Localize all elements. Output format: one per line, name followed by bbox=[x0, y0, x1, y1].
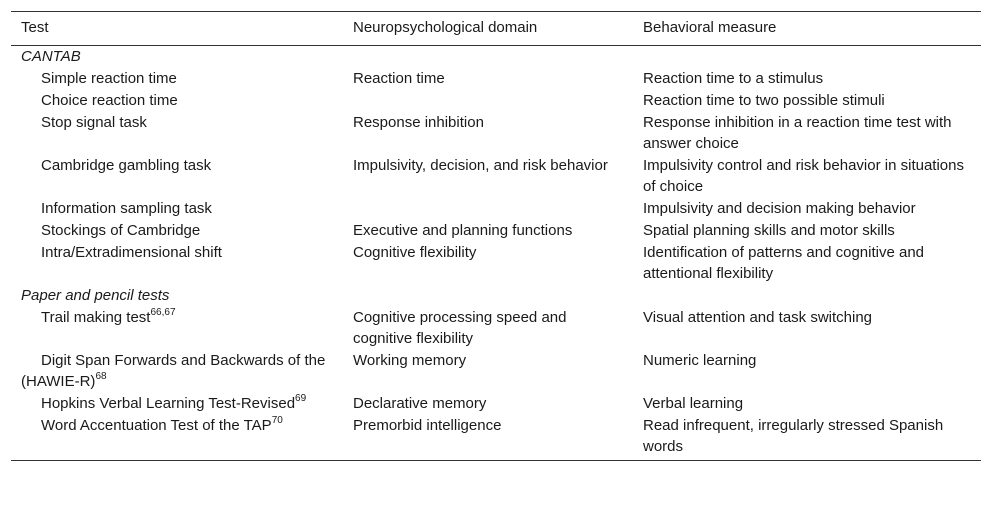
section-row: CANTAB bbox=[11, 46, 981, 69]
test-name: Choice reaction time bbox=[41, 92, 178, 109]
test-name: Hopkins Verbal Learning Test-Revised bbox=[41, 395, 296, 412]
cell-test: Word Accentuation Test of the TAP70 bbox=[11, 415, 343, 461]
cell-test: Simple reaction time bbox=[11, 68, 343, 90]
cell-test: Trail making test66,67 bbox=[11, 307, 343, 350]
cell-test: Hopkins Verbal Learning Test-Revised69 bbox=[11, 393, 343, 415]
cell-domain bbox=[343, 198, 633, 220]
cell-measure: Impulsivity and decision making behavior bbox=[643, 200, 916, 217]
cell-domain: Cognitive processing speed and cognitive… bbox=[353, 309, 567, 347]
cell-domain: Cognitive flexibility bbox=[353, 244, 477, 261]
section-title: CANTAB bbox=[21, 48, 81, 65]
cell-test: Choice reaction time bbox=[11, 90, 343, 112]
neuropsych-tests-table: Test Neuropsychological domain Behaviora… bbox=[11, 11, 981, 461]
reference-superscript: 70 bbox=[271, 415, 283, 426]
test-name-wrap: Simple reaction time bbox=[21, 68, 333, 89]
section-title: Paper and pencil tests bbox=[21, 287, 170, 304]
cell-measure: Read infrequent, irregularly stressed Sp… bbox=[643, 417, 944, 455]
test-name: Simple reaction time bbox=[41, 70, 177, 87]
cell-measure: Identification of patterns and cognitive… bbox=[643, 244, 925, 282]
test-name: Cambridge gambling task bbox=[41, 157, 212, 174]
reference-superscript: 69 bbox=[295, 393, 307, 404]
table-row: Cambridge gambling task Impulsivity, deci… bbox=[11, 155, 981, 198]
table-row: Information sampling task Impulsivity and… bbox=[11, 198, 981, 220]
cell-measure: Numeric learning bbox=[643, 352, 757, 369]
cell-domain: Impulsivity, decision, and risk behavior bbox=[353, 157, 608, 174]
cell-test: Digit Span Forwards and Backwards of the… bbox=[11, 350, 343, 393]
header-test: Test bbox=[11, 11, 343, 46]
cell-test: Stop signal task bbox=[11, 112, 343, 155]
table-row: Intra/Extradimensional shift Cognitive fl… bbox=[11, 242, 981, 285]
cell-measure: Visual attention and task switching bbox=[643, 309, 873, 326]
cell-test: Cambridge gambling task bbox=[11, 155, 343, 198]
test-name-wrap: Intra/Extradimensional shift bbox=[21, 242, 333, 263]
test-name: Stop signal task bbox=[41, 114, 147, 131]
header-row: Test Neuropsychological domain Behaviora… bbox=[11, 11, 981, 46]
cell-measure: Reaction time to two possible stimuli bbox=[643, 92, 885, 109]
cell-domain: Response inhibition bbox=[353, 114, 484, 131]
test-name-wrap: Hopkins Verbal Learning Test-Revised69 bbox=[21, 393, 333, 414]
cell-measure: Impulsivity control and risk behavior in… bbox=[643, 157, 964, 195]
cell-test: Information sampling task bbox=[11, 198, 343, 220]
test-name-wrap: Stop signal task bbox=[21, 112, 333, 133]
cell-domain: Working memory bbox=[353, 352, 467, 369]
table-row: Word Accentuation Test of the TAP70 Premo… bbox=[11, 415, 981, 461]
test-name: Information sampling task bbox=[41, 200, 212, 217]
section-row: Paper and pencil tests bbox=[11, 285, 981, 307]
cell-domain: Executive and planning functions bbox=[353, 222, 573, 239]
test-name: Intra/Extradimensional shift bbox=[41, 244, 222, 261]
test-name: Word Accentuation Test of the TAP bbox=[41, 417, 272, 434]
table-row: Stockings of Cambridge Executive and plan… bbox=[11, 220, 981, 242]
test-name: Trail making test bbox=[41, 309, 151, 326]
cell-measure: Response inhibition in a reaction time t… bbox=[643, 114, 952, 152]
cell-domain: Declarative memory bbox=[353, 395, 487, 412]
cell-domain: Reaction time bbox=[353, 70, 445, 87]
header-domain: Neuropsychological domain bbox=[343, 11, 633, 46]
table-row: Simple reaction time Reaction time Reactio… bbox=[11, 68, 981, 90]
table-container: Test Neuropsychological domain Behaviora… bbox=[11, 11, 981, 461]
test-name-wrap: Choice reaction time bbox=[21, 90, 333, 111]
test-name-wrap: Trail making test66,67 bbox=[21, 307, 333, 328]
reference-superscript: 68 bbox=[95, 371, 107, 382]
cell-measure: Verbal learning bbox=[643, 395, 744, 412]
cell-measure: Reaction time to a stimulus bbox=[643, 70, 824, 87]
cell-measure: Spatial planning skills and motor skills bbox=[643, 222, 895, 239]
cell-domain bbox=[343, 90, 633, 112]
reference-superscript: 66,67 bbox=[150, 307, 176, 318]
table-row: Digit Span Forwards and Backwards of the… bbox=[11, 350, 981, 393]
test-name-wrap: Information sampling task bbox=[21, 198, 333, 219]
test-name: Stockings of Cambridge bbox=[41, 222, 201, 239]
test-name-wrap: Word Accentuation Test of the TAP70 bbox=[21, 415, 333, 436]
table-row: Trail making test66,67 Cognitive processi… bbox=[11, 307, 981, 350]
test-name-wrap: Cambridge gambling task bbox=[21, 155, 333, 176]
cell-test: Intra/Extradimensional shift bbox=[11, 242, 343, 285]
cell-test: Stockings of Cambridge bbox=[11, 220, 343, 242]
table-header: Test Neuropsychological domain Behaviora… bbox=[11, 11, 981, 46]
cell-domain: Premorbid intelligence bbox=[353, 417, 502, 434]
table-row: Hopkins Verbal Learning Test-Revised69 De… bbox=[11, 393, 981, 415]
test-name-wrap: Digit Span Forwards and Backwards of the… bbox=[21, 350, 333, 392]
table-row: Choice reaction time Reaction time to two… bbox=[11, 90, 981, 112]
test-name-wrap: Stockings of Cambridge bbox=[21, 220, 333, 241]
test-name: Digit Span Forwards and Backwards of the… bbox=[21, 352, 326, 390]
header-measure: Behavioral measure bbox=[633, 11, 981, 46]
table-row: Stop signal task Response inhibition Respo… bbox=[11, 112, 981, 155]
